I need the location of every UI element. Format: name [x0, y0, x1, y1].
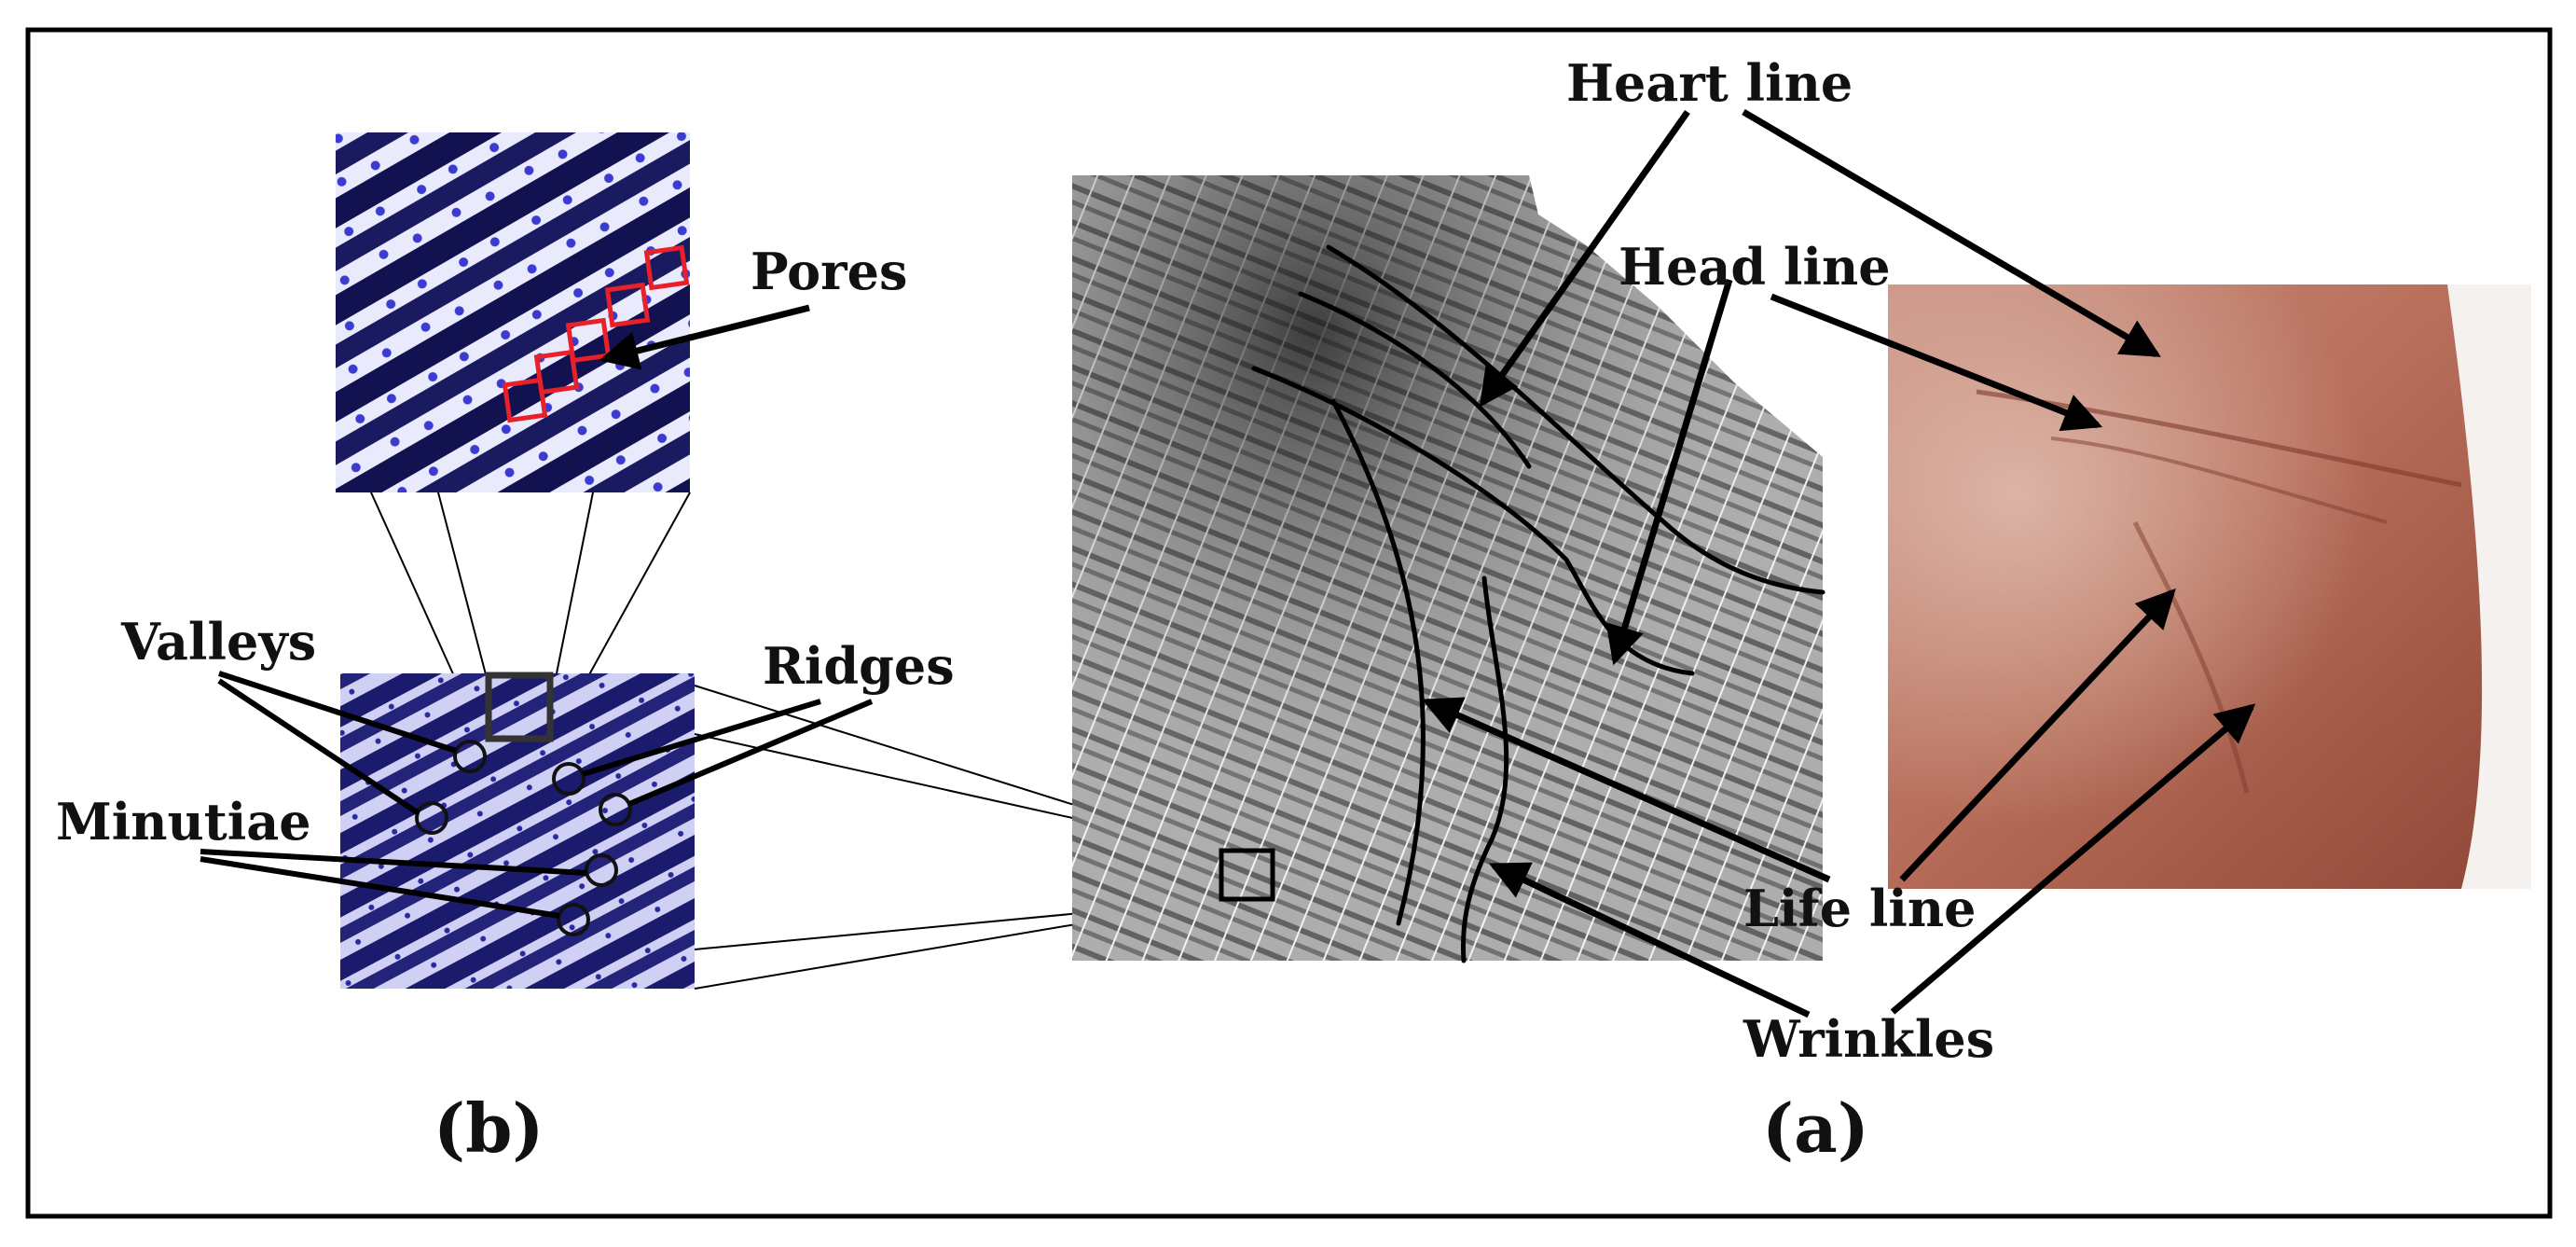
palm-sample-box	[1219, 848, 1275, 902]
palm-photo-background	[2447, 284, 2531, 889]
palmprint-image	[1072, 175, 1825, 963]
pore-box	[533, 349, 580, 395]
palm-photo	[1888, 284, 2531, 889]
pores-arrow	[599, 304, 810, 370]
zoom-region-box	[485, 672, 554, 742]
palm-crease-life	[1330, 398, 1426, 926]
minutiae-label: Minutiae	[56, 792, 311, 852]
wrinkles-label: Wrinkles	[1743, 1009, 1994, 1069]
palm-crease-upper	[1298, 291, 1532, 469]
pore-box	[643, 244, 690, 291]
palm-crease-heart	[1326, 244, 1825, 595]
ridge-circle	[599, 793, 632, 826]
panel-b-label: (b)	[434, 1088, 544, 1168]
pore-markers	[502, 244, 690, 423]
life-line-arrows	[1421, 588, 2176, 883]
valley-circle	[453, 740, 487, 773]
life-line-label: Life line	[1743, 879, 1977, 938]
pores-zoom-image	[336, 132, 690, 492]
head-line-arrows	[1605, 278, 2103, 666]
minutia-circle	[557, 903, 590, 936]
pore-box	[502, 377, 548, 423]
fingerprint-ridge-image	[340, 673, 695, 989]
pores-zoom-connectors	[370, 492, 691, 679]
ridges-label: Ridges	[763, 636, 955, 696]
ridges-leaders	[582, 699, 874, 807]
palm-photo-highlight	[1888, 284, 2531, 889]
valleys-leaders	[217, 671, 457, 816]
head-line-label: Head line	[1619, 237, 1891, 297]
pores-label: Pores	[751, 242, 907, 301]
wrinkles-arrows	[1488, 703, 2256, 1018]
valleys-label: Valleys	[120, 612, 316, 672]
ridge-circle	[552, 762, 585, 796]
pore-box	[604, 282, 651, 328]
palm-photo-crease	[2132, 520, 2250, 794]
heart-line-label: Heart line	[1566, 53, 1853, 113]
minutiae-leaders	[200, 849, 587, 919]
panel-a-label: (a)	[1762, 1088, 1869, 1168]
palm-photo-crease	[2050, 436, 2388, 524]
pores-zoom-panel	[336, 132, 690, 492]
valley-circle	[415, 801, 448, 835]
heart-line-arrows	[1479, 108, 2161, 408]
fingerprint-ridge-panel	[340, 672, 695, 989]
palm-crease-wrinkle	[1460, 575, 1509, 963]
